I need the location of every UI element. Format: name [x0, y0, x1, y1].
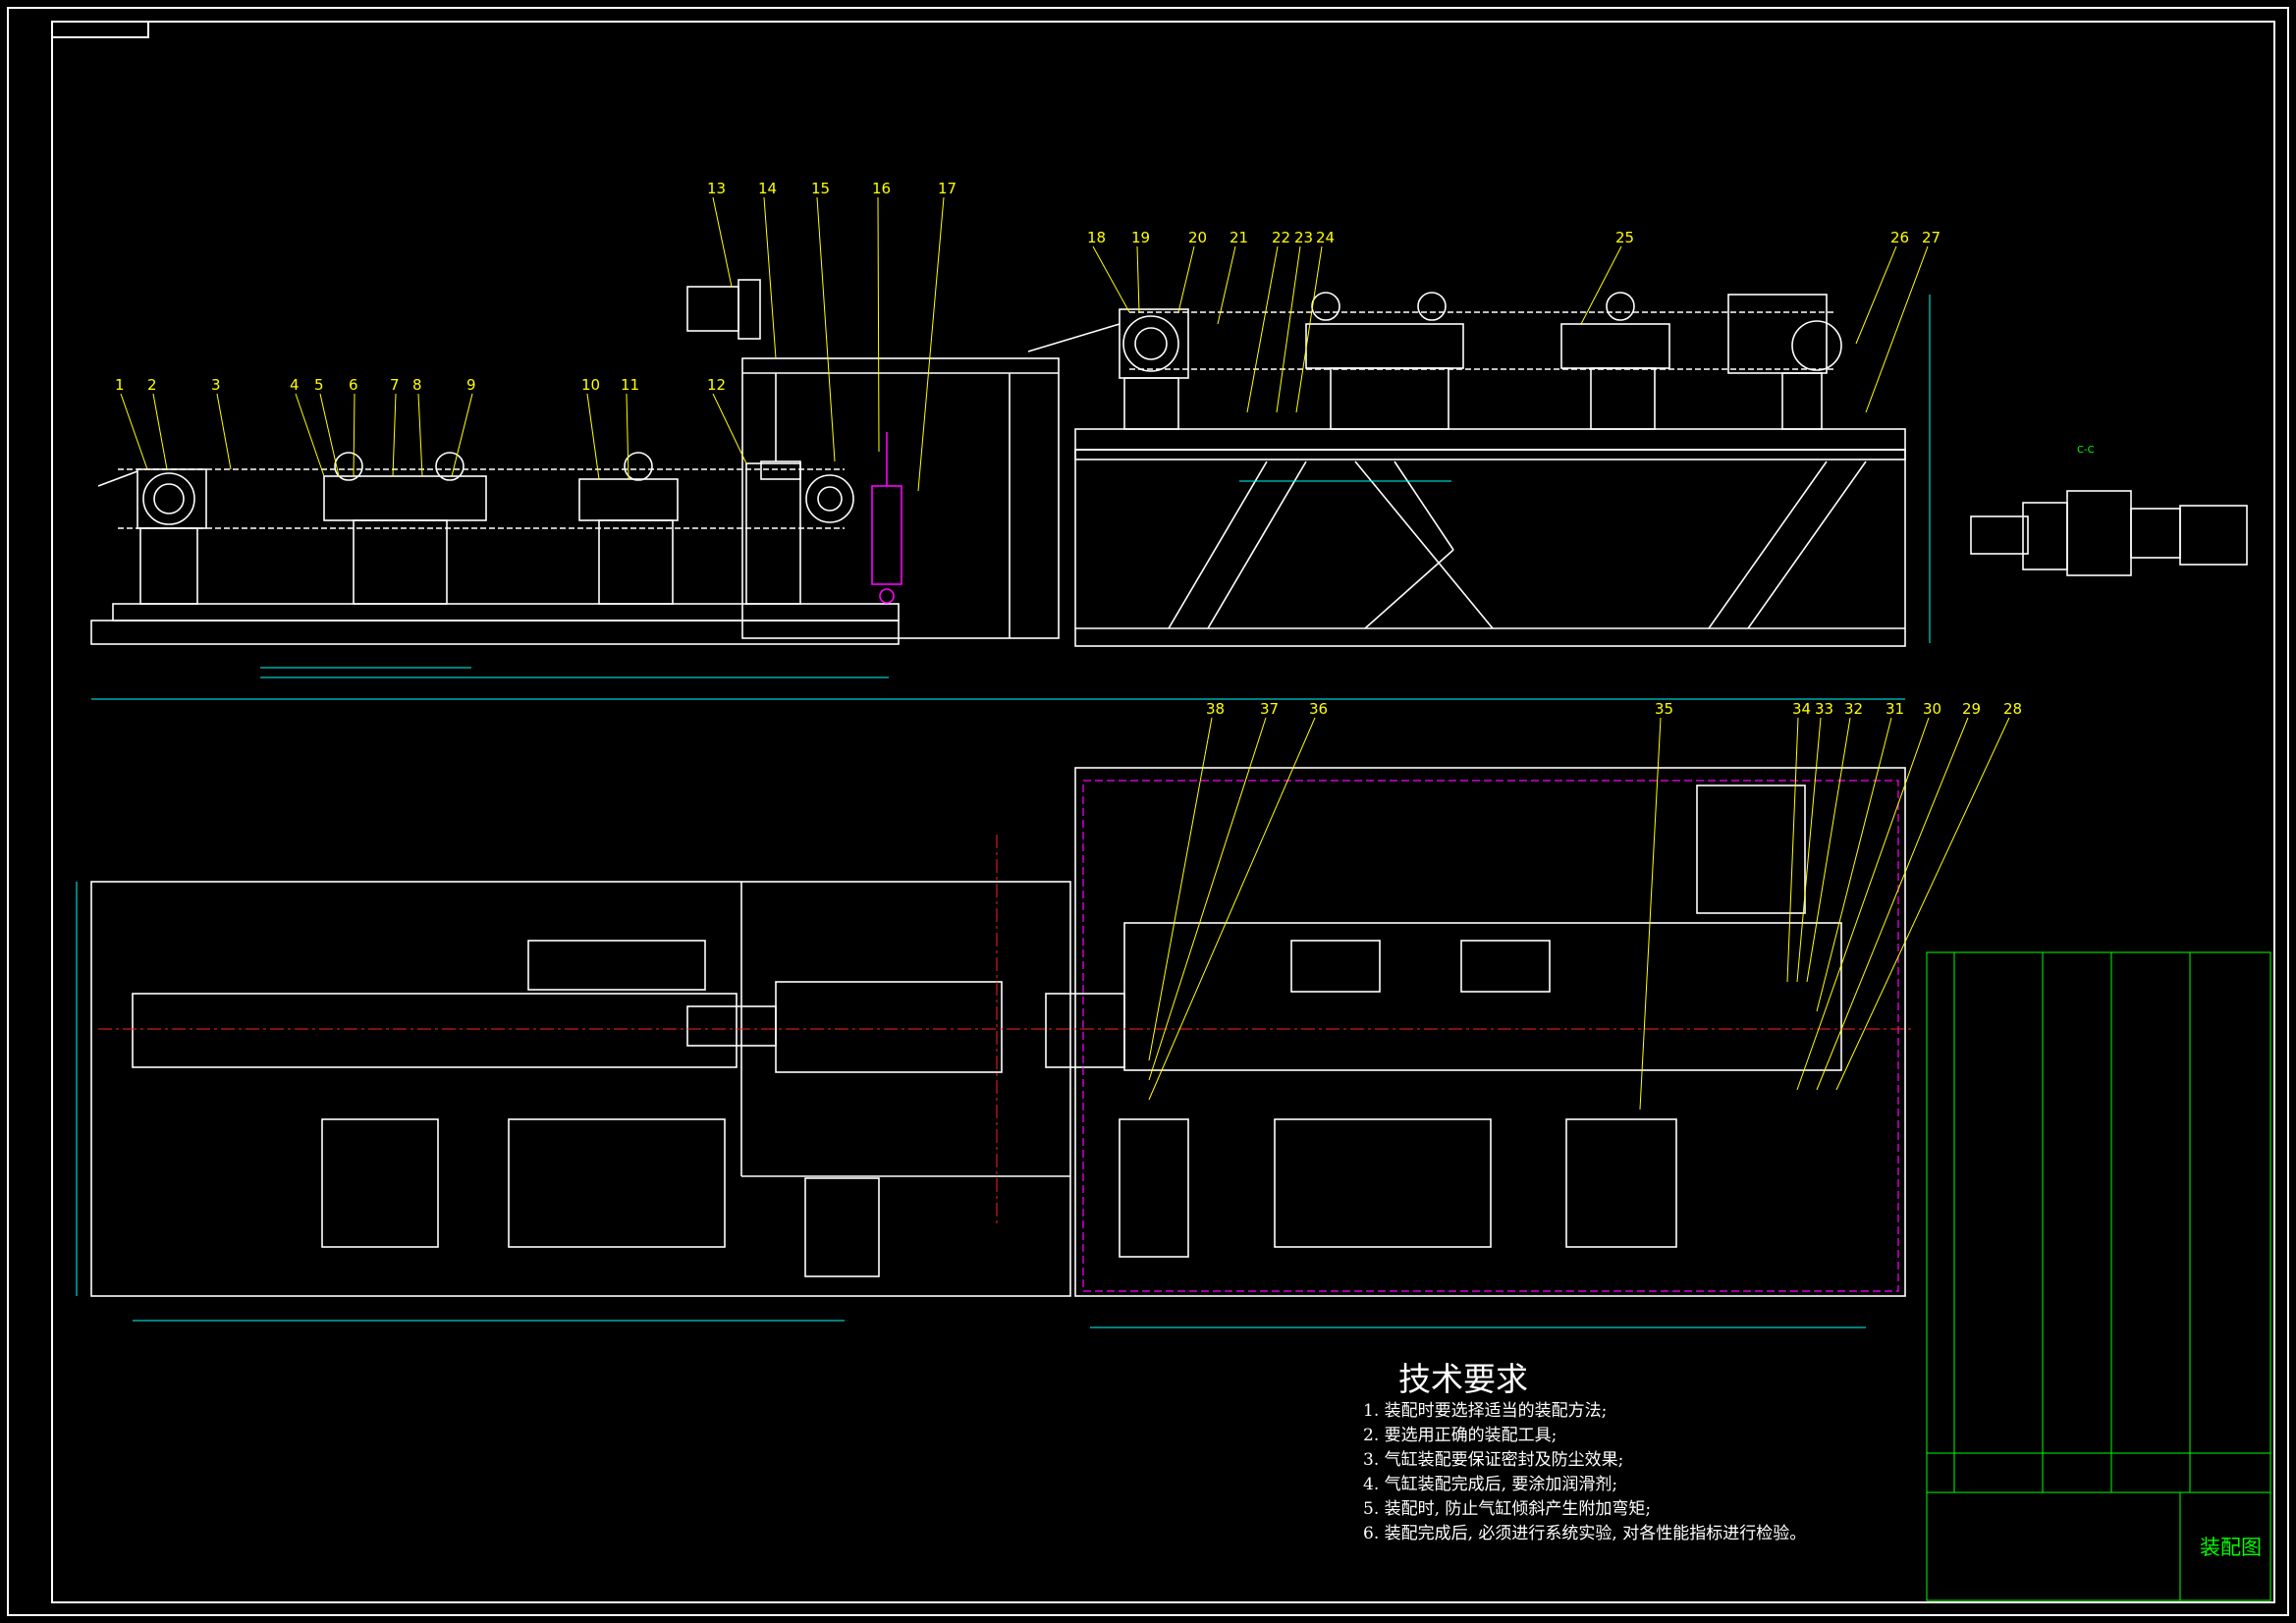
- front-elevation: [90, 279, 1906, 647]
- section-label: C-C: [2077, 445, 2095, 456]
- plan-view-phantom-outline: [1082, 780, 1899, 1292]
- callout-leader: [1796, 717, 1930, 1091]
- requirement-item: 6. 装配完成后, 必须进行系统实验, 对各性能指标进行检验。: [1363, 1524, 1807, 1543]
- callout-number: 25: [1615, 229, 1634, 246]
- callout-leader: [1855, 245, 1897, 345]
- callout-leader: [1835, 717, 2010, 1091]
- callout-number: 7: [390, 376, 400, 394]
- callout-leader: [1177, 245, 1195, 313]
- callout-number: 32: [1844, 700, 1863, 718]
- callout-leader: [417, 393, 423, 477]
- callout-leader: [1246, 245, 1279, 413]
- callout-leader: [1639, 717, 1662, 1110]
- plan-view-centerlines: [98, 835, 1915, 1227]
- callout-leader: [451, 393, 473, 477]
- requirement-item: 5. 装配时, 防止气缸倾斜产生附加弯矩;: [1363, 1499, 1652, 1519]
- plan-view-dimensions: [76, 882, 1866, 1328]
- callout-leader: [1217, 245, 1236, 325]
- callout-number: 6: [349, 376, 358, 394]
- callout-leader: [586, 393, 600, 480]
- callout-number: 29: [1962, 700, 1981, 718]
- callout-number: 16: [872, 180, 891, 197]
- callout-leader: [319, 393, 340, 477]
- callout-leader: [1786, 717, 1799, 983]
- callout-leader: [295, 393, 325, 477]
- requirement-item: 1. 装配时要选择适当的装配方法;: [1363, 1401, 1608, 1421]
- callout-number: 9: [466, 376, 476, 394]
- callout-number: 17: [938, 180, 957, 197]
- callout-number: 14: [758, 180, 777, 197]
- callout-number: 31: [1886, 700, 1904, 718]
- callout-leader: [1580, 245, 1622, 325]
- callout-number: 15: [811, 180, 830, 197]
- callout-leader: [216, 393, 232, 470]
- callout-number: 13: [707, 180, 726, 197]
- parts-table: [1926, 951, 2271, 1601]
- callout-number: 33: [1815, 700, 1833, 718]
- callout-leader: [1295, 245, 1323, 413]
- callout-number: 38: [1206, 700, 1225, 718]
- callout-number: 4: [290, 376, 300, 394]
- callout-leader: [1136, 245, 1140, 313]
- callout-number: 24: [1316, 229, 1335, 246]
- plan-view: [90, 767, 1906, 1297]
- requirement-item: 2. 要选用正确的装配工具;: [1363, 1426, 1558, 1445]
- drawing-border: [7, 7, 2289, 1616]
- callout-number: 10: [581, 376, 600, 394]
- callout-number: 1: [115, 376, 125, 394]
- callout-leader: [626, 393, 629, 480]
- front-elevation-dimensions: [91, 295, 1931, 700]
- callout-number: 35: [1655, 700, 1673, 718]
- callout-number: 22: [1272, 229, 1290, 246]
- callout-leader: [152, 393, 168, 470]
- requirement-item: 3. 气缸装配要保证密封及防尘效果;: [1363, 1450, 1624, 1470]
- front-elevation-cylinder: [871, 432, 902, 604]
- callout-leader: [1816, 717, 1892, 1012]
- callout-number: 27: [1922, 229, 1941, 246]
- callout-number: 36: [1309, 700, 1328, 718]
- callout-leader: [353, 393, 355, 477]
- callout-number: 20: [1188, 229, 1207, 246]
- callout-number: 34: [1792, 700, 1811, 718]
- section-c-c: [1970, 490, 2248, 576]
- requirement-item: 4. 气缸装配完成后, 要涂加润滑剂;: [1363, 1475, 1618, 1494]
- callout-number: 3: [211, 376, 221, 394]
- callout-leader: [1806, 717, 1851, 983]
- callout-leader: [1796, 717, 1822, 983]
- callout-number: 37: [1260, 700, 1279, 718]
- callout-number: 18: [1087, 229, 1106, 246]
- callout-number: 19: [1131, 229, 1150, 246]
- callout-leader: [1148, 717, 1267, 1081]
- callout-leader: [1865, 245, 1929, 413]
- callout-leader: [392, 393, 397, 477]
- callout-leader: [712, 196, 733, 288]
- callout-leader: [816, 196, 836, 462]
- callout-leader: [917, 196, 945, 492]
- callout-number: 26: [1890, 229, 1909, 246]
- callout-leader: [1276, 245, 1301, 413]
- technical-requirements-list: 1. 装配时要选择适当的装配方法; 2. 要选用正确的装配工具; 3. 气缸装配…: [1363, 1399, 1806, 1546]
- callout-leader: [1816, 717, 1969, 1091]
- callout-number: 2: [147, 376, 157, 394]
- callout-leader: [763, 196, 777, 359]
- callout-number: 21: [1230, 229, 1248, 246]
- callout-leader: [120, 393, 148, 470]
- callout-number: 23: [1294, 229, 1313, 246]
- callout-number: 11: [621, 376, 639, 394]
- callout-number: 28: [2003, 700, 2022, 718]
- callout-number: 12: [707, 376, 726, 394]
- technical-requirements-title: 技术要求: [1398, 1360, 1528, 1398]
- callout-number: 5: [314, 376, 324, 394]
- callout-leader: [877, 196, 880, 453]
- callout-number: 8: [412, 376, 422, 394]
- callout-leader: [1092, 245, 1130, 313]
- callout-leader: [1148, 717, 1316, 1101]
- callout-number: 30: [1923, 700, 1941, 718]
- callout-leader: [712, 393, 747, 464]
- callout-leader: [1148, 717, 1213, 1061]
- drawing-name: 装配图: [2200, 1536, 2262, 1559]
